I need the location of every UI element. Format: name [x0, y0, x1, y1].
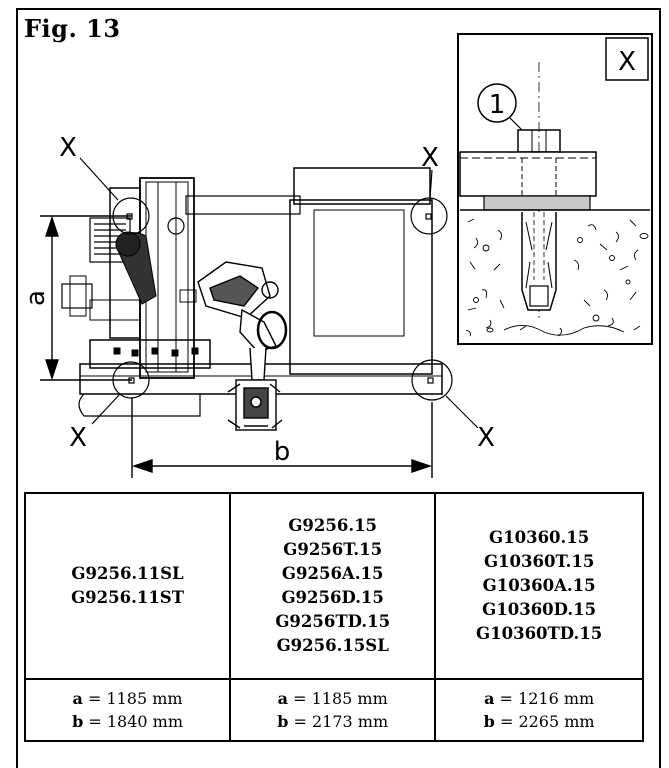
model-name: G9256.15SL — [276, 636, 389, 655]
dimension-a-label: a — [21, 290, 51, 306]
machine-plan-view — [61, 167, 443, 431]
models-cell: G9256.11SL G9256.11ST — [23, 492, 232, 680]
dimension-values-cell: a = 1216 mm b = 2265 mm — [434, 678, 644, 742]
dimension-b-value: b = 2173 mm — [232, 710, 433, 733]
dimension-value: = 1185 mm — [87, 689, 183, 708]
dimension-a — [40, 215, 132, 381]
dimension-value: = 1216 mm — [499, 689, 595, 708]
model-name: G9256TD.15 — [275, 612, 391, 631]
dimensions-row: a = 1185 mm b = 1840 mm a = 1185 mm b = … — [23, 678, 644, 742]
base-plate — [459, 151, 597, 197]
dimension-key: a — [72, 689, 83, 708]
figure-frame — [16, 8, 661, 768]
dimension-values-cell: a = 1185 mm b = 1840 mm — [23, 678, 232, 742]
dimension-value: = 2265 mm — [499, 712, 595, 731]
dimension-b-value: b = 1840 mm — [27, 710, 228, 733]
callout-number: 1 — [489, 90, 506, 120]
dimension-key: a — [277, 689, 288, 708]
dimension-b-label: b — [274, 437, 291, 467]
anchor-label-bottom-right: X — [477, 423, 495, 453]
model-name: G10360TD.15 — [476, 624, 603, 643]
anchor-label-top-left: X — [59, 133, 77, 163]
anchor-circle-bottom-right — [411, 359, 453, 401]
dimension-key: b — [72, 712, 84, 731]
model-name: G9256D.15 — [281, 588, 384, 607]
dimension-a-value: a = 1185 mm — [232, 687, 433, 710]
dimension-value: = 1840 mm — [88, 712, 183, 731]
anchor-circle-top-right — [410, 197, 448, 235]
model-name: G9256.11ST — [71, 588, 184, 607]
model-name: G10360.15 — [489, 528, 590, 547]
dimension-key: a — [484, 689, 495, 708]
shim — [483, 195, 591, 211]
dimension-key: b — [277, 712, 289, 731]
dimension-values-cell: a = 1185 mm b = 2173 mm — [229, 678, 437, 742]
detail-label-box — [605, 37, 649, 81]
dimension-key: b — [483, 712, 495, 731]
dimension-b — [131, 398, 433, 478]
detail-label: X — [618, 47, 636, 77]
figure-title: Fig. 13 — [24, 14, 121, 43]
concrete-texture — [465, 218, 649, 337]
dimension-a-value: a = 1216 mm — [437, 687, 641, 710]
dimension-a-value: a = 1185 mm — [27, 687, 228, 710]
dimension-b-value: b = 2265 mm — [437, 710, 641, 733]
models-cell: G9256.15 G9256T.15 G9256A.15 G9256D.15 G… — [229, 492, 437, 680]
model-name: G9256T.15 — [283, 540, 383, 559]
callout-circle — [477, 83, 517, 123]
dimension-value: = 2173 mm — [293, 712, 389, 731]
dimensions-table: G9256.11SL G9256.11ST G9256.15 G9256T.15… — [23, 492, 644, 742]
anchor-label-bottom-left: X — [69, 423, 87, 453]
models-cell: G10360.15 G10360T.15 G10360A.15 G10360D.… — [434, 492, 644, 680]
installation-drawing: X 1 — [21, 33, 653, 478]
model-name: G10360T.15 — [483, 552, 595, 571]
detail-x-inset: X 1 — [457, 33, 653, 345]
dimension-value: = 1185 mm — [293, 689, 388, 708]
model-name: G9256.11SL — [71, 564, 184, 583]
model-name: G10360D.15 — [482, 600, 597, 619]
anchor-label-top-right: X — [421, 143, 439, 173]
models-row: G9256.11SL G9256.11ST G9256.15 G9256T.15… — [23, 492, 644, 680]
expansion-anchor — [521, 212, 557, 311]
model-name: G9256.15 — [288, 516, 378, 535]
model-name: G9256A.15 — [281, 564, 384, 583]
model-name: G10360A.15 — [482, 576, 596, 595]
